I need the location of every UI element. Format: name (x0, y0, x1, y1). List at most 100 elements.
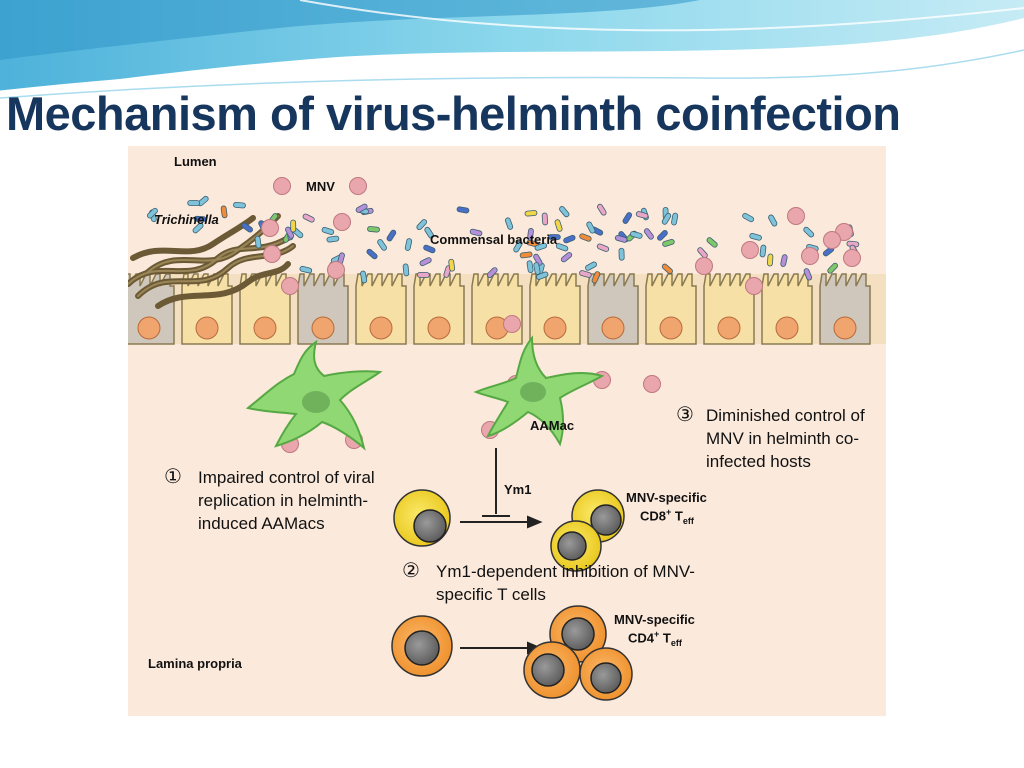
step3-number: ③ (676, 402, 694, 426)
bacteria-icon (827, 262, 838, 274)
virus-particle-icon (281, 277, 299, 295)
epithelial-cell-icon (645, 273, 697, 345)
bacteria-icon (192, 222, 204, 234)
bacteria-icon (555, 243, 569, 252)
bacteria-icon (768, 214, 778, 227)
virus-particle-icon (695, 257, 713, 275)
bacteria-icon (662, 238, 675, 247)
bacteria-icon (643, 228, 654, 240)
diagram-canvas (128, 177, 886, 701)
mnv-label: MNV (306, 179, 335, 194)
bacteria-icon (456, 206, 470, 214)
commensal-bacteria-label: Commensal bacteria (430, 232, 558, 247)
bacteria-icon (424, 226, 434, 239)
bacteria-icon (541, 212, 549, 226)
aamac-macrophage-icon (473, 335, 605, 447)
bacteria-icon (524, 210, 538, 217)
bacteria-icon (386, 229, 397, 242)
epithelial-cell-icon (355, 273, 407, 345)
virus-particle-icon (801, 247, 819, 265)
trichinella-label: Trichinella (154, 212, 219, 227)
bacteria-icon (187, 200, 201, 206)
bacteria-icon (586, 221, 596, 234)
bacteria-icon (622, 212, 633, 224)
virus-particle-icon (333, 213, 351, 231)
bacteria-icon (526, 260, 534, 274)
bacteria-icon (596, 243, 610, 252)
bacteria-icon (355, 203, 368, 213)
t-cell-icon (393, 489, 625, 572)
step1-text: Impaired control of viral replication in… (198, 468, 375, 533)
virus-particle-icon (741, 241, 759, 259)
virus-particle-icon (273, 177, 291, 195)
virus-particle-icon (843, 249, 861, 267)
bacteria-icon (527, 228, 534, 241)
epithelial-cell-icon (761, 273, 813, 345)
ym1-label: Ym1 (504, 482, 532, 497)
bacteria-icon (486, 267, 498, 278)
bacteria-icon (448, 258, 456, 272)
step1-number: ① (164, 464, 182, 488)
lumen-label: Lumen (174, 154, 217, 169)
epithelial-cell-icon (471, 273, 523, 345)
virus-particle-icon (745, 277, 763, 295)
bacteria-icon (513, 240, 523, 253)
bacteria-icon (193, 215, 207, 223)
bacteria-icon (533, 253, 543, 266)
lamina-propria-label: Lamina propria (148, 656, 242, 671)
bacteria-icon (419, 257, 432, 267)
bacteria-icon (536, 271, 549, 280)
epithelial-cell-icon (181, 273, 233, 345)
epithelial-cell-icon (703, 273, 755, 345)
epithelial-cell-icon (297, 273, 349, 345)
bacteria-icon (402, 263, 410, 277)
bacteria-icon (416, 219, 428, 231)
epithelial-cell-icon (529, 273, 581, 345)
bacteria-icon (706, 237, 718, 248)
t-cell-icon (391, 605, 633, 701)
bacteria-icon (742, 212, 755, 223)
bacteria-icon (803, 268, 813, 281)
epithelial-cell-icon (819, 273, 871, 345)
bacteria-icon (749, 233, 762, 241)
slide-title: Mechanism of virus-helminth coinfection (6, 87, 901, 140)
bacteria-icon (661, 212, 672, 225)
coinfection-diagram: Lumen MNV Trichinella Commensal bacteria… (128, 146, 886, 716)
inhibition-arrow-icon (482, 448, 510, 517)
bacteria-icon (360, 270, 368, 284)
bacteria-icon (519, 251, 533, 259)
bacteria-icon (416, 271, 430, 278)
macrophage-icon (245, 339, 383, 451)
bacteria-icon (220, 205, 228, 219)
bacteria-icon (147, 207, 158, 219)
bacteria-icon (302, 213, 315, 223)
bacteria-icon (533, 262, 541, 275)
bacteria-icon (554, 219, 563, 232)
bacteria-icon (563, 234, 576, 244)
bacteria-icon (469, 228, 483, 237)
virus-particle-icon (349, 177, 367, 195)
bacteria-icon (614, 235, 628, 243)
step2-text: Ym1-dependent inhibition of MNV-specific… (436, 562, 695, 604)
epithelial-cell-icon (413, 273, 465, 345)
step3-text: Diminished control of MNV in helminth co… (706, 406, 865, 471)
bacteria-icon (579, 233, 592, 242)
bacteria-icon (377, 239, 387, 251)
bacteria-icon (597, 203, 607, 216)
bacteria-icon (404, 238, 413, 251)
bacteria-icon (618, 247, 625, 261)
bacteria-icon (560, 252, 573, 263)
bacteria-icon (547, 234, 561, 240)
virus-particle-icon (327, 261, 345, 279)
virus-particle-icon (823, 231, 841, 249)
bacteria-icon (290, 219, 297, 233)
bacteria-icon (579, 270, 592, 278)
bacteria-icon (299, 265, 313, 274)
bacteria-icon (366, 248, 378, 260)
bacteria-icon (559, 206, 570, 218)
bacteria-icon (504, 217, 514, 230)
bacteria-icon (367, 226, 380, 233)
header-wave-decoration (0, 0, 1024, 99)
virus-particle-icon (643, 375, 661, 393)
epithelial-cell-icon (587, 273, 639, 345)
